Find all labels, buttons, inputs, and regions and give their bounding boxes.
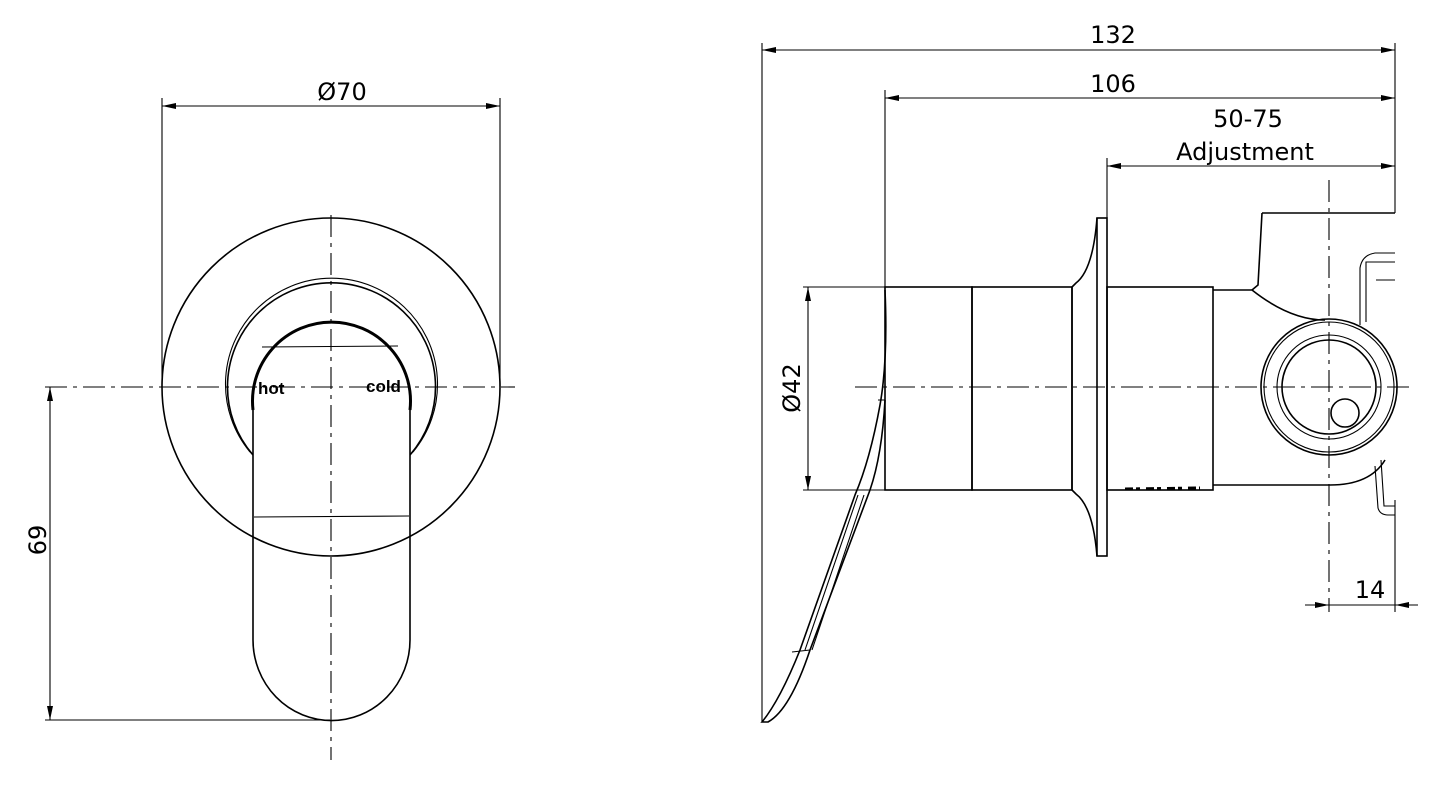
outer-ring [226, 281, 437, 456]
port-hole [1330, 398, 1360, 428]
handle-length-label: 106 [1090, 70, 1136, 98]
diameter-label: Ø70 [317, 78, 366, 106]
handle-lever [252, 410, 411, 722]
front-view: hot cold Ø70 69 [24, 78, 515, 760]
hot-label: hot [258, 379, 285, 398]
sleeve [971, 286, 1073, 491]
top-block [1251, 212, 1395, 291]
side-view: 132 106 50-75 Adjustment Ø42 14 [760, 21, 1418, 723]
handle-collar [251, 320, 412, 411]
lever-side [760, 289, 887, 723]
offset-label: 14 [1355, 576, 1386, 604]
label-marking [1124, 486, 1201, 491]
adjustment-range-label: 50-75 [1213, 105, 1283, 133]
handle-hub [884, 286, 973, 491]
cold-label: cold [366, 377, 401, 396]
outlet-port [1260, 318, 1398, 456]
overall-length-label: 132 [1090, 21, 1136, 49]
adjustment-text: Adjustment [1176, 138, 1314, 166]
height-label: 69 [24, 525, 52, 556]
cartridge-body [1106, 286, 1214, 491]
flange [1071, 217, 1098, 557]
body-diameter-label: Ø42 [778, 363, 806, 412]
